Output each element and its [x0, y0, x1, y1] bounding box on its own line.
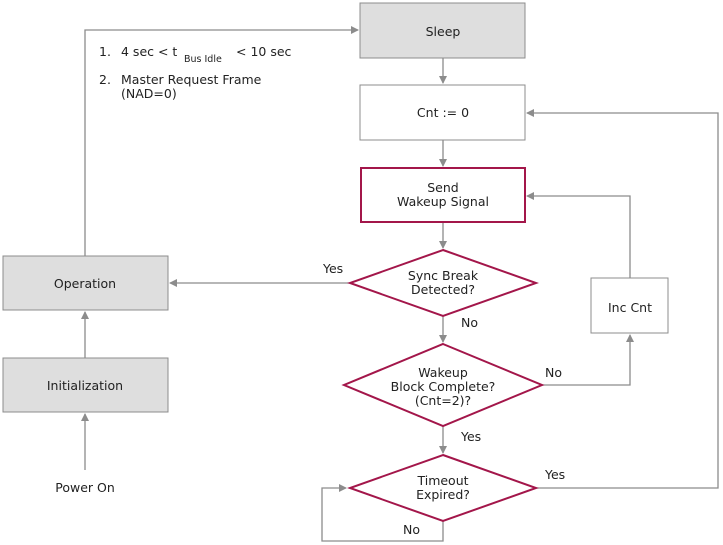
timeout-decision: [347, 453, 539, 523]
edge-wakeup-no-to-inccnt: [542, 334, 634, 386]
inc-cnt-box: [590, 277, 669, 334]
sync-label-line2: Detected?: [411, 282, 475, 297]
wakeup-complete-decision: [341, 342, 545, 428]
operation-box: [2, 255, 169, 311]
timeout-label-line1: Timeout: [416, 473, 468, 488]
condition-1-prefix: 4 sec < t: [121, 44, 177, 59]
condition-2-line1: Master Request Frame: [121, 72, 262, 87]
sleep-box: [359, 2, 526, 59]
condition-1-subscript: Bus Idle: [184, 54, 222, 65]
wakeup-no-label: No: [545, 365, 562, 380]
wakeup-label-line1: Wakeup: [418, 365, 468, 380]
condition-2-number: 2.: [99, 72, 111, 87]
send-wakeup-box: [360, 167, 526, 223]
condition-1-number: 1.: [99, 44, 111, 59]
edge-timeout-yes-to-cnt: [526, 109, 719, 489]
operation-label: Operation: [54, 276, 116, 291]
cnt-reset-box: [359, 84, 526, 141]
sync-yes-label: Yes: [322, 261, 343, 276]
send-label-line2: Wakeup Signal: [397, 194, 489, 209]
sleep-label: Sleep: [426, 24, 461, 39]
wakeup-label-line2: Block Complete?: [391, 379, 496, 394]
initialization-box: [2, 357, 169, 413]
power-on-label: Power On: [55, 480, 115, 495]
timeout-label-line2: Expired?: [416, 487, 470, 502]
sync-no-label: No: [461, 315, 478, 330]
condition-2-line2: (NAD=0): [121, 86, 177, 101]
edge-inccnt-to-send: [526, 192, 631, 278]
sync-label-line1: Sync Break: [408, 268, 479, 283]
condition-1-suffix: < 10 sec: [236, 44, 292, 59]
timeout-no-label: No: [403, 522, 420, 537]
edge-timeout-no-loop: [321, 484, 444, 542]
edge-operation-to-sleep: [84, 26, 359, 256]
timeout-yes-label: Yes: [544, 467, 565, 482]
wakeup-yes-label: Yes: [460, 429, 481, 444]
send-label-line1: Send: [427, 180, 458, 195]
initialization-label: Initialization: [47, 378, 123, 393]
wakeup-label-line3: (Cnt=2)?: [415, 393, 471, 408]
inc-cnt-label: Inc Cnt: [608, 300, 652, 315]
cnt-reset-label: Cnt := 0: [417, 105, 469, 120]
sync-break-decision: [347, 248, 539, 318]
